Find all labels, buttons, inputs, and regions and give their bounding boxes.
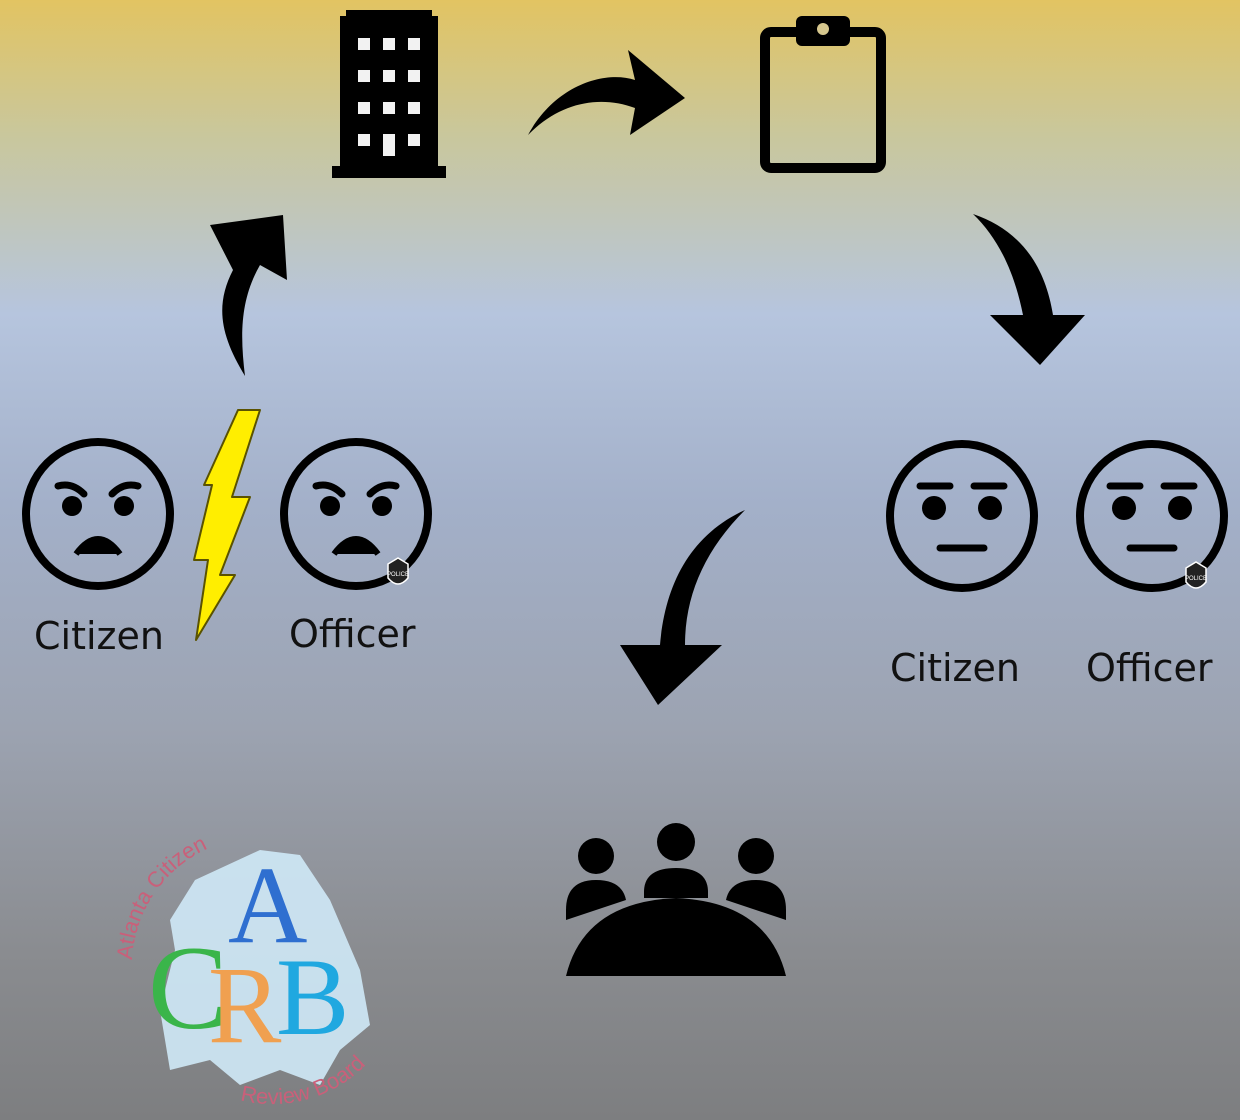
citizen-neutral-face <box>884 438 1040 594</box>
logo-letter-r: R <box>208 944 282 1066</box>
logo-letter-a: A <box>228 844 307 966</box>
arrow-clipboard-to-faces <box>965 210 1090 370</box>
officer-angry-face: POLICE <box>278 436 438 596</box>
building-icon <box>332 10 446 178</box>
police-badge-icon: POLICE <box>387 557 409 585</box>
meeting-group-icon <box>564 820 788 978</box>
officer-neutral-face: POLICE <box>1074 438 1236 600</box>
logo-letter-c: C <box>148 921 228 1054</box>
arrow-faces-to-building <box>205 210 295 380</box>
acrb-logo: Atlanta Citizen Review Board A C R B <box>100 820 420 1120</box>
atlanta-map-shape <box>160 850 370 1085</box>
police-badge-icon: POLICE <box>1185 561 1207 589</box>
logo-letter-b: B <box>276 936 349 1058</box>
lightning-bolt-icon <box>190 405 265 645</box>
left-citizen-label: Citizen <box>34 614 164 658</box>
left-officer-label: Officer <box>289 612 416 656</box>
arrow-building-to-clipboard <box>520 40 690 140</box>
right-officer-label: Officer <box>1086 646 1213 690</box>
right-citizen-label: Citizen <box>890 646 1020 690</box>
badge-text: POLICE <box>387 572 409 578</box>
clipboard-icon <box>760 12 886 174</box>
citizen-angry-face <box>20 436 176 592</box>
arrow-to-meeting <box>590 505 750 710</box>
badge-text: POLICE <box>1185 576 1207 582</box>
